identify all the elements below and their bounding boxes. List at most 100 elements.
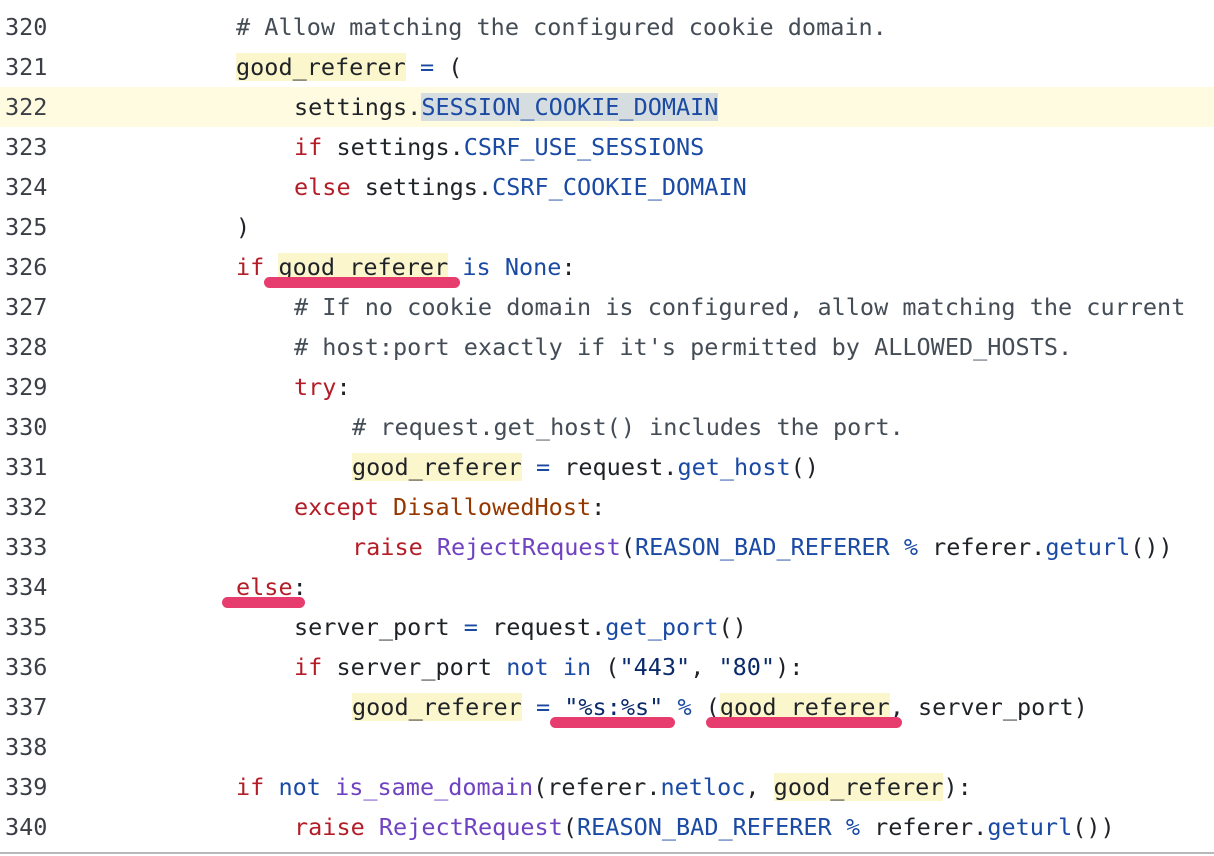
line-number: 331 [5,453,48,481]
code-token: ): [775,653,804,681]
line-number: 327 [5,293,48,321]
line-number: 325 [5,213,48,241]
code-token [491,253,505,281]
code-text: else: [236,567,307,607]
annotation-underline [264,277,461,288]
code-token: if [236,253,265,281]
code-token: ( [691,693,720,721]
code-token: netloc [660,773,746,801]
code-text: # Allow matching the configured cookie d… [236,7,887,47]
code-token: % [903,533,918,561]
code-token: = [419,53,435,81]
code-token: if [236,773,265,801]
code-token: % [677,693,692,721]
line-number: 326 [5,253,48,281]
line-number: 339 [5,773,48,801]
code-line: 325) [0,207,1214,247]
annotation-underline [222,597,305,608]
code-token: not [278,773,321,801]
code-token: RejectRequest [378,813,563,841]
code-text: # request.get_host() includes the port. [352,407,904,447]
line-number: 329 [5,373,48,401]
code-token: # Allow matching the configured cookie d… [236,13,887,41]
code-token [522,693,536,721]
line-number: 340 [5,813,48,841]
code-token: request. [550,453,678,481]
code-token: (referer. [533,773,661,801]
code-line: 339 if not is_same_domain(referer.netloc,… [0,767,1214,807]
code-token: SESSION_COOKIE_DOMAIN [421,93,719,121]
code-token: ) [236,213,251,241]
line-number: 333 [5,533,48,561]
code-token: referer. [859,813,988,841]
code-view: 320 # Allow matching the configured cooki… [0,7,1214,847]
code-token: referer. [917,533,1046,561]
code-token: ()) [1130,533,1173,561]
code-token: good_referer [719,693,890,721]
code-token: RejectRequest [436,533,621,561]
line-number: 321 [5,53,48,81]
code-token [321,773,335,801]
code-token: except [294,493,379,521]
code-text: if settings.CSRF_USE_SESSIONS [294,127,704,167]
code-token: if [294,653,323,681]
code-text: raise RejectRequest(REASON_BAD_REFERER %… [352,527,1173,567]
code-text: if not is_same_domain(referer.netloc, go… [236,767,972,807]
code-token: good_referer [278,253,449,281]
code-token: good_referer [352,693,522,721]
code-token: REASON_BAD_REFERER [577,813,832,841]
code-token [264,773,278,801]
line-number: 323 [5,133,48,161]
code-token: , server_port) [889,693,1088,721]
code-token [832,813,846,841]
code-token [423,533,437,561]
code-text: ) [236,207,250,247]
code-token: settings. [294,93,422,121]
code-token: get_host [677,453,791,481]
code-token [379,493,393,521]
line-number: 334 [5,573,48,601]
code-text: good_referer = "%s:%s" % (good_referer, … [352,687,1088,727]
code-token: # request.get_host() includes the port. [352,413,904,441]
code-token: is_same_domain [335,773,534,801]
code-line: 338 [0,727,1214,767]
code-token: = [535,693,551,721]
code-token: CSRF_COOKIE_DOMAIN [492,173,747,201]
line-number: 328 [5,333,48,361]
code-token: "443" [619,653,691,681]
line-number: 324 [5,173,48,201]
code-token: None [504,253,562,281]
line-number: 332 [5,493,48,521]
bottom-divider [0,852,1214,854]
code-line: 327 # If no cookie domain is configured, … [0,287,1214,327]
code-token: # If no cookie domain is configured, all… [294,293,1186,321]
line-number: 335 [5,613,48,641]
code-token: % [845,813,860,841]
code-token [522,453,536,481]
code-token: , [690,653,719,681]
code-token: ): [943,773,972,801]
code-line: 323 if settings.CSRF_USE_SESSIONS [0,127,1214,167]
code-token: REASON_BAD_REFERER [635,533,890,561]
code-text: if server_port not in ("443", "80"): [294,647,803,687]
code-text: good_referer = ( [236,47,462,87]
code-text: settings.SESSION_COOKIE_DOMAIN [294,87,719,127]
code-token: not [506,653,549,681]
annotation-underline [705,717,902,728]
code-token: "%s:%s" [564,693,664,721]
code-token: good_referer [236,53,406,81]
line-number: 320 [5,13,48,41]
code-token: : [336,373,351,401]
code-token [406,53,420,81]
code-token: ( [591,653,620,681]
code-token: good_referer [352,453,522,481]
code-text: server_port = request.get_port() [294,607,747,647]
code-token: if [294,133,323,161]
code-token: ( [434,53,463,81]
